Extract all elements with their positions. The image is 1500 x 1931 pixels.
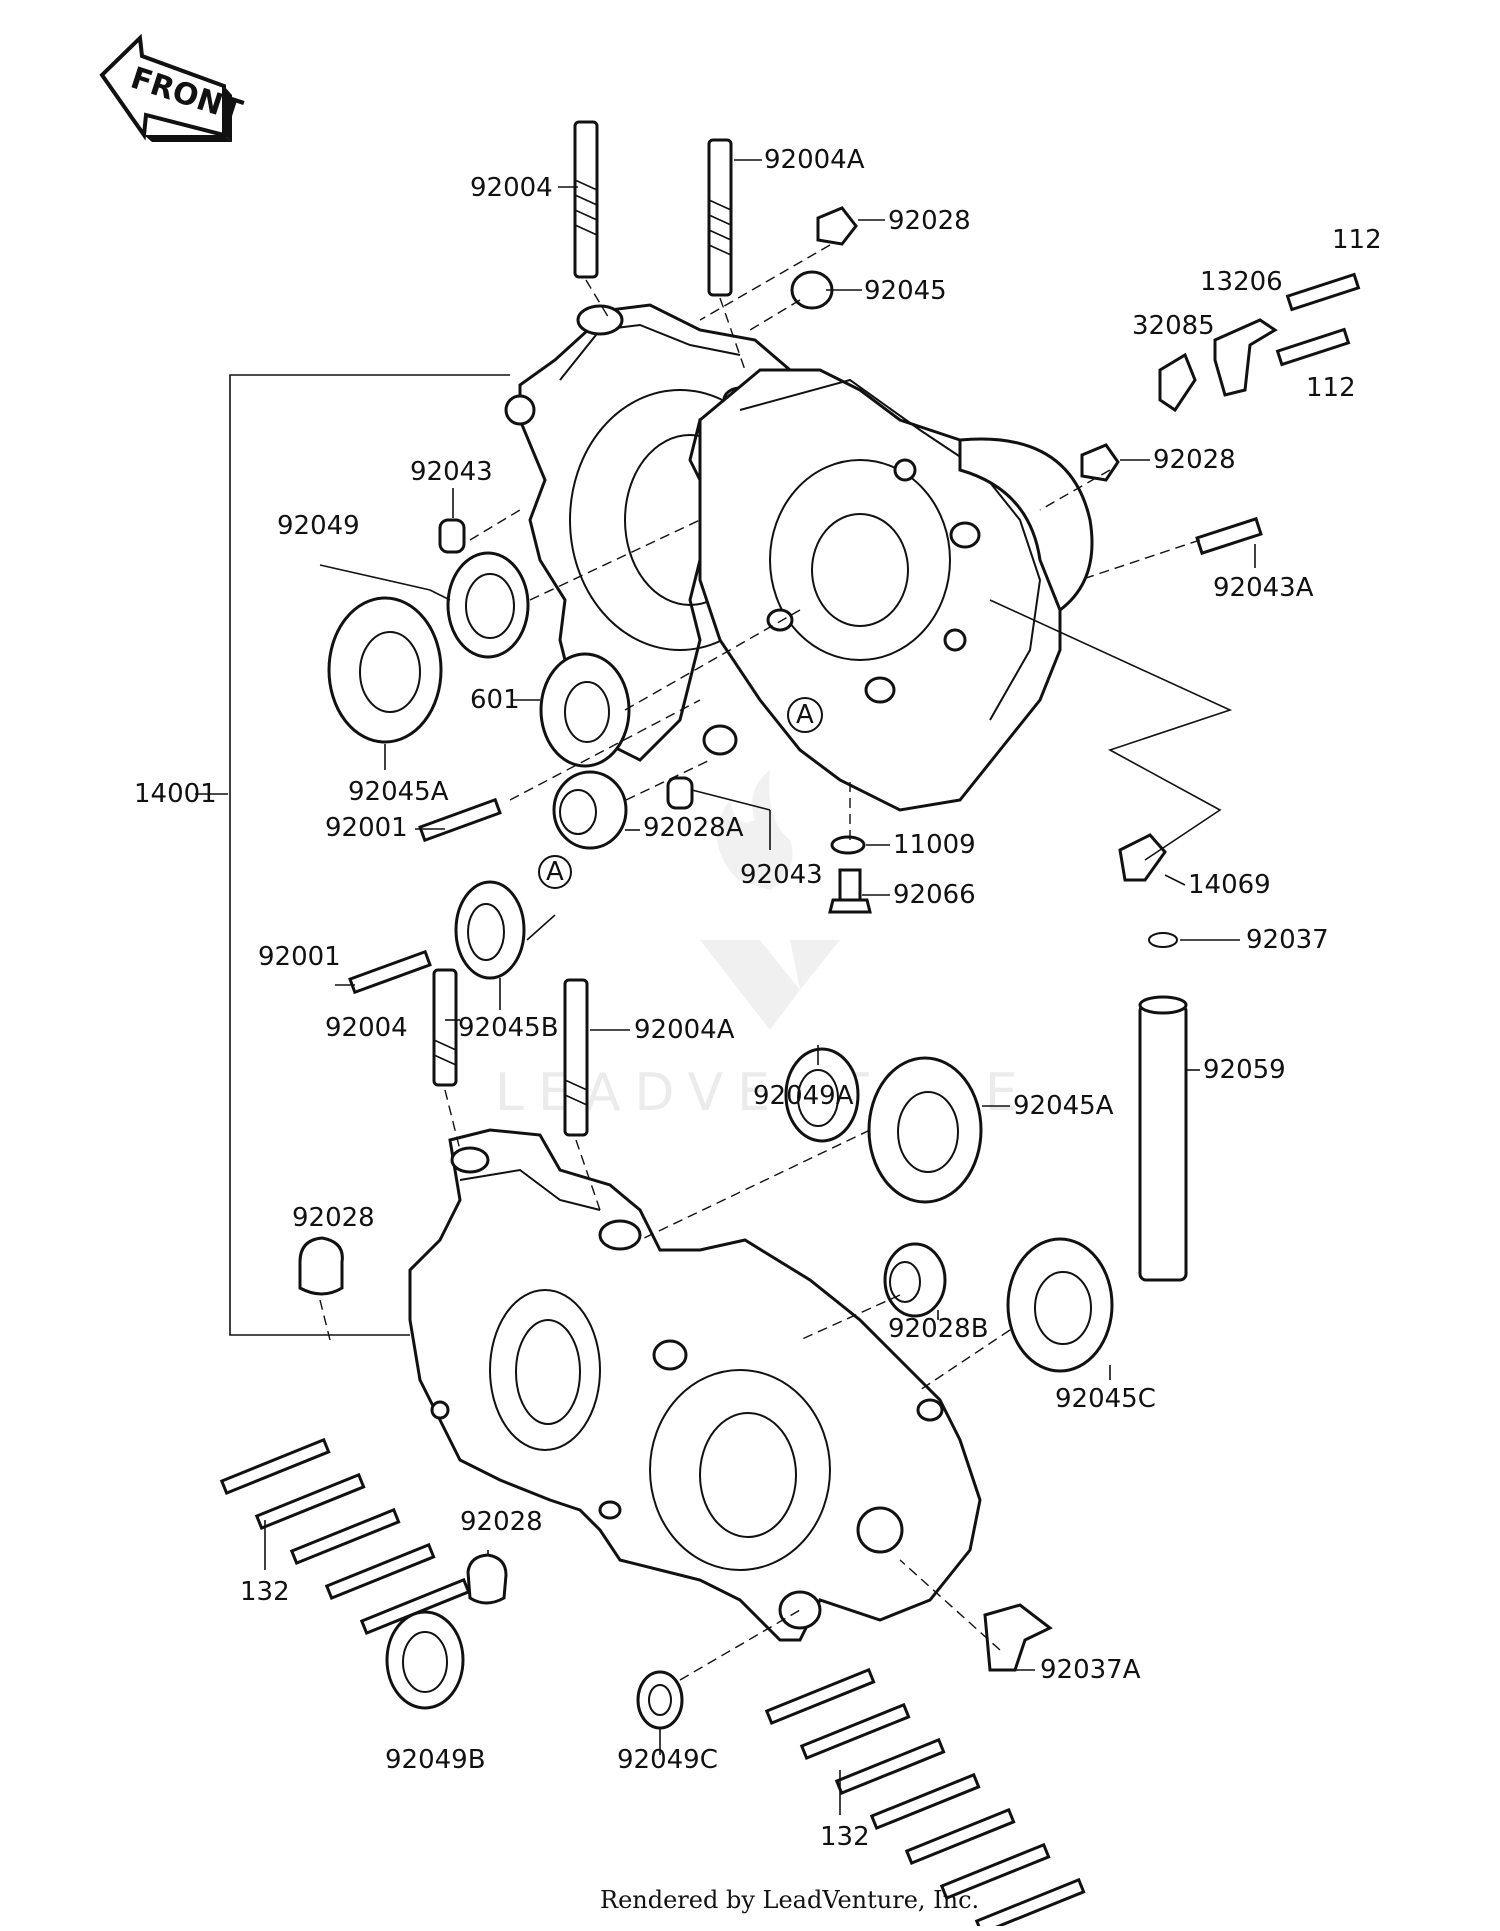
washer-11009 xyxy=(830,835,866,855)
small-parts xyxy=(298,206,1278,1672)
bracket-13206 xyxy=(1213,318,1278,397)
front-arrow-badge: FRONT xyxy=(99,33,247,142)
assembly-lines xyxy=(319,244,1201,1681)
label-112-a: 112 xyxy=(1332,225,1382,255)
label-14069: 14069 xyxy=(1188,870,1271,900)
label-92043a: 92043A xyxy=(1213,573,1314,603)
bolt-112-b xyxy=(1275,327,1351,367)
bracket-14001 xyxy=(229,374,330,1336)
label-92028-left: 92028 xyxy=(292,1203,375,1233)
label-92028-right: 92028 xyxy=(1153,445,1236,475)
label-92045a-left: 92045A xyxy=(348,777,449,807)
collar-92028b xyxy=(883,1242,947,1318)
fitting-92043a xyxy=(1195,516,1263,556)
label-92001-lower: 92001 xyxy=(258,942,341,972)
label-92045c: 92045C xyxy=(1055,1384,1156,1414)
stud-92004-lower xyxy=(432,968,458,1087)
stud-92004a-top xyxy=(707,138,733,297)
stud-92004a-lower xyxy=(563,978,589,1137)
label-132-right: 132 xyxy=(820,1822,870,1852)
collar-92028-bottom xyxy=(466,1553,508,1605)
label-92004-top: 92004 xyxy=(470,173,553,203)
seal-92045b xyxy=(454,880,526,980)
label-92045-top: 92045 xyxy=(864,276,947,306)
label-92004a-lower: 92004A xyxy=(634,1015,735,1045)
label-92049a: 92049A xyxy=(753,1081,854,1111)
upper-crankcase: A xyxy=(504,303,1094,812)
part-labels: 92004 92004A 92028 92045 112 13206 32085… xyxy=(134,145,1382,1852)
callout-letter-a-upper: A xyxy=(796,700,814,730)
bearing-92045a-lower xyxy=(867,1056,983,1204)
label-92045b: 92045B xyxy=(458,1013,559,1043)
bearing-92045c xyxy=(1006,1237,1114,1373)
label-92001-upper: 92001 xyxy=(325,813,408,843)
label-92037a: 92037A xyxy=(1040,1655,1141,1685)
label-92059: 92059 xyxy=(1203,1055,1286,1085)
collar-92028a xyxy=(552,770,628,850)
bolts-132-right xyxy=(764,1667,1086,1931)
seal-92049c xyxy=(636,1670,684,1730)
dowel-92043-mid xyxy=(666,776,694,810)
bolt-92001-upper xyxy=(418,797,502,843)
label-92037: 92037 xyxy=(1246,925,1329,955)
label-14001: 14001 xyxy=(134,779,217,809)
label-32085: 32085 xyxy=(1132,311,1215,341)
fitting-14069 xyxy=(1118,833,1167,882)
leader-lines xyxy=(195,159,1256,1815)
label-112-b: 112 xyxy=(1306,373,1356,403)
label-13206: 13206 xyxy=(1200,267,1283,297)
bracket-32085 xyxy=(1158,352,1197,413)
clip-92037 xyxy=(1148,932,1178,948)
label-92004a-top: 92004A xyxy=(764,145,865,175)
label-92028a: 92028A xyxy=(643,813,744,843)
bearings-seals xyxy=(327,551,1114,1730)
pipe-92059 xyxy=(1138,1003,1188,1282)
seal-92049b xyxy=(385,1610,465,1710)
seal-92049 xyxy=(446,551,530,659)
label-92049b: 92049B xyxy=(385,1745,486,1775)
bolt-92001-lower xyxy=(348,949,432,995)
label-92028b: 92028B xyxy=(888,1314,989,1344)
zigzag-line xyxy=(989,599,1233,861)
bearing-92045a-left xyxy=(327,596,443,744)
label-92049: 92049 xyxy=(277,511,360,541)
bolt-112-a xyxy=(1285,272,1361,312)
dowel-92043-upper xyxy=(438,518,466,554)
lower-crankcase xyxy=(408,1128,982,1642)
label-92043-mid: 92043 xyxy=(740,860,823,890)
bearing-601 xyxy=(539,652,631,768)
label-92004-lower: 92004 xyxy=(325,1013,408,1043)
bolts xyxy=(219,272,1361,1931)
studs xyxy=(432,120,733,1137)
callout-letter-a-lower: A xyxy=(546,857,564,887)
bolt-92066 xyxy=(838,868,862,902)
label-92066: 92066 xyxy=(893,880,976,910)
collar-92028-right xyxy=(1080,443,1120,482)
label-11009: 11009 xyxy=(893,830,976,860)
bolts-132-left xyxy=(219,1437,471,1636)
collar-92028-top xyxy=(816,206,858,246)
label-92049c: 92049C xyxy=(617,1745,718,1775)
label-92028-top: 92028 xyxy=(888,206,971,236)
label-92043-upper: 92043 xyxy=(410,457,493,487)
watermark-flame-icon xyxy=(716,770,793,890)
callout-circle-upper xyxy=(787,697,823,733)
label-601: 601 xyxy=(470,685,520,715)
watermark-v-icon xyxy=(700,940,840,1030)
label-132-left: 132 xyxy=(240,1577,290,1607)
footer-credit: Rendered by LeadVenture, Inc. xyxy=(600,1886,979,1914)
label-92045a-lower: 92045A xyxy=(1013,1091,1114,1121)
bracket-92037a xyxy=(983,1603,1053,1672)
callout-circle-lower xyxy=(538,855,572,889)
label-92028-bottom: 92028 xyxy=(460,1507,543,1537)
collar-92028-left xyxy=(298,1236,344,1296)
